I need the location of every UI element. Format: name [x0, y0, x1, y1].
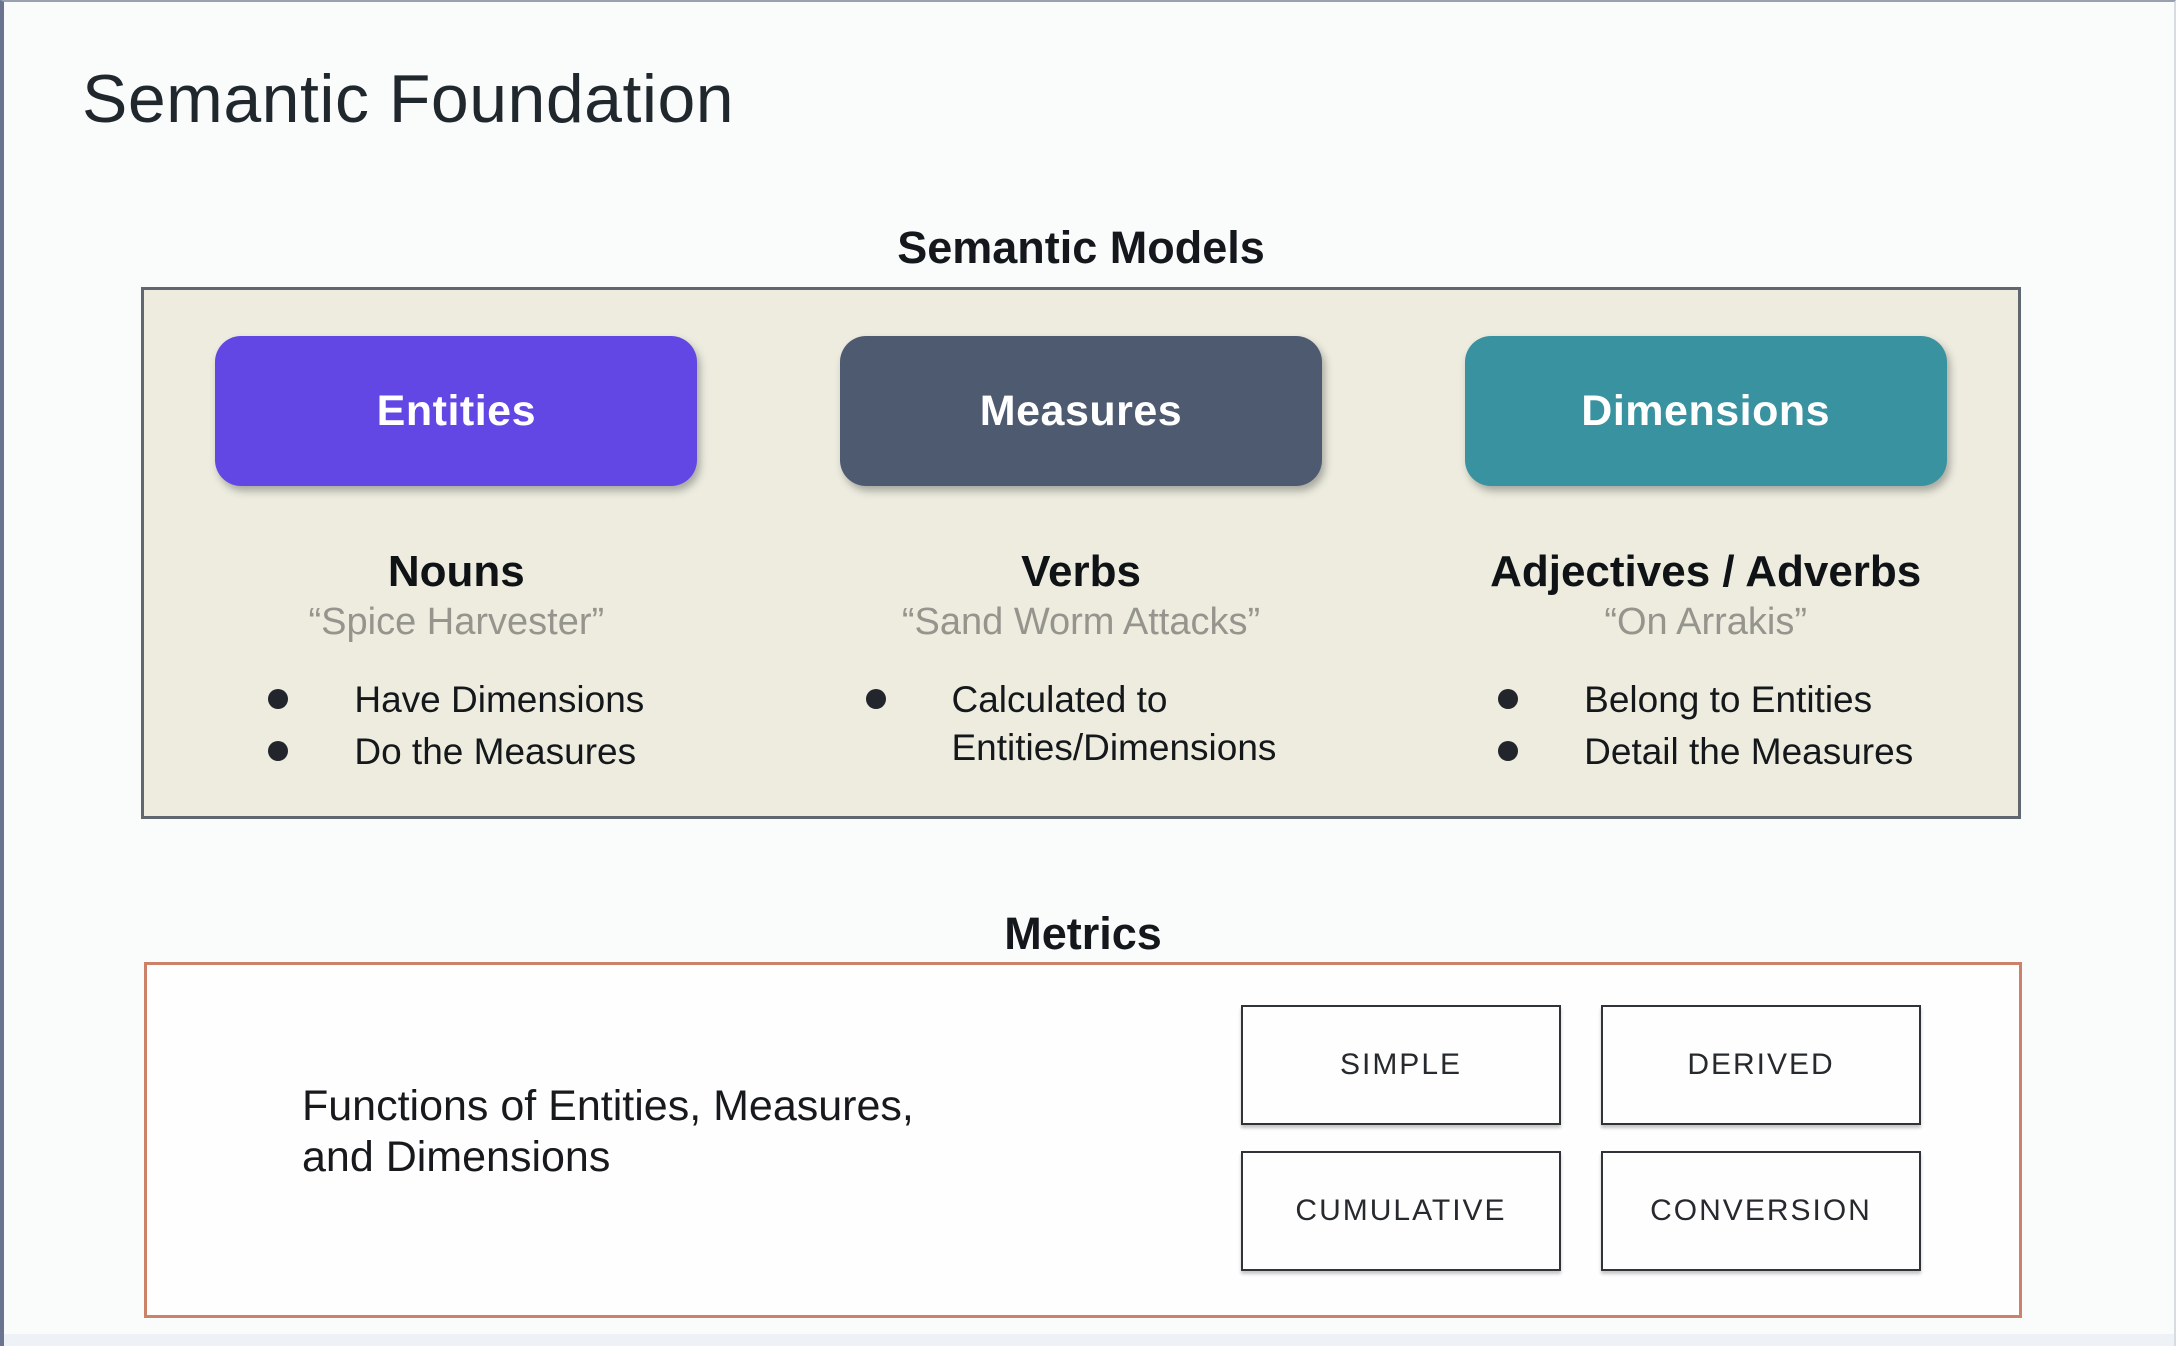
list-item: Have Dimensions: [268, 676, 644, 724]
metric-types-grid: SIMPLE DERIVED CUMULATIVE CONVERSION: [1241, 1005, 1921, 1271]
dimensions-bullet-list: Belong to Entities Detail the Measures: [1498, 676, 1913, 780]
measures-pill: Measures: [840, 336, 1322, 486]
bullet-text: Belong to Entities: [1584, 679, 1873, 721]
metrics-panel: Functions of Entities, Measures, and Dim…: [144, 962, 2022, 1318]
metrics-description-line: and Dimensions: [302, 1132, 611, 1181]
dimensions-term: Adjectives / Adverbs: [1490, 547, 1922, 596]
semantic-models-heading: Semantic Models: [897, 222, 1265, 273]
list-item: Do the Measures: [268, 728, 644, 776]
entities-term: Nouns: [387, 547, 525, 596]
measures-quote: “Sand Worm Attacks”: [901, 601, 1261, 644]
bullet-text: Detail the Measures: [1584, 731, 1914, 773]
list-item: Belong to Entities: [1498, 676, 1913, 724]
semantic-models-panel: Entities Nouns “Spice Harvester” Have Di…: [141, 287, 2021, 819]
entities-quote: “Spice Harvester”: [308, 601, 605, 644]
measures-term: Verbs: [1021, 547, 1141, 596]
bullet-dot-icon: [268, 689, 289, 710]
page-title: Semantic Foundation: [82, 61, 735, 137]
measures-column: Measures Verbs “Sand Worm Attacks” Calcu…: [769, 290, 1394, 816]
bullet-text: Have Dimensions: [354, 679, 645, 721]
dimensions-quote: “On Arrakis”: [1604, 601, 1808, 644]
measures-bullet-list: Calculated to Entities/Dimensions: [865, 676, 1297, 776]
entities-pill: Entities: [215, 336, 698, 486]
list-item: Calculated to Entities/Dimensions: [865, 676, 1297, 772]
entities-column: Entities Nouns “Spice Harvester” Have Di…: [144, 290, 769, 816]
metrics-description-line: Functions of Entities, Measures,: [302, 1082, 914, 1130]
metric-type-derived: DERIVED: [1601, 1005, 1921, 1125]
entities-bullet-list: Have Dimensions Do the Measures: [268, 676, 644, 780]
metric-type-conversion: CONVERSION: [1601, 1151, 1921, 1271]
list-item: Detail the Measures: [1498, 728, 1913, 776]
bullet-dot-icon: [865, 689, 886, 710]
bottom-edge-strip: [4, 1334, 2174, 1346]
metrics-heading: Metrics: [1004, 908, 1162, 959]
dimensions-column: Dimensions Adjectives / Adverbs “On Arra…: [1393, 290, 2018, 816]
metrics-description: Functions of Entities, Measures, and Dim…: [302, 1081, 914, 1182]
bullet-dot-icon: [1498, 741, 1519, 762]
bullet-text: Calculated to Entities/Dimensions: [951, 679, 1277, 769]
bullet-text: Do the Measures: [354, 731, 637, 773]
dimensions-pill: Dimensions: [1464, 336, 1947, 486]
bullet-dot-icon: [268, 741, 289, 762]
metric-type-cumulative: CUMULATIVE: [1241, 1151, 1561, 1271]
metric-type-simple: SIMPLE: [1241, 1005, 1561, 1125]
bullet-dot-icon: [1498, 689, 1519, 710]
